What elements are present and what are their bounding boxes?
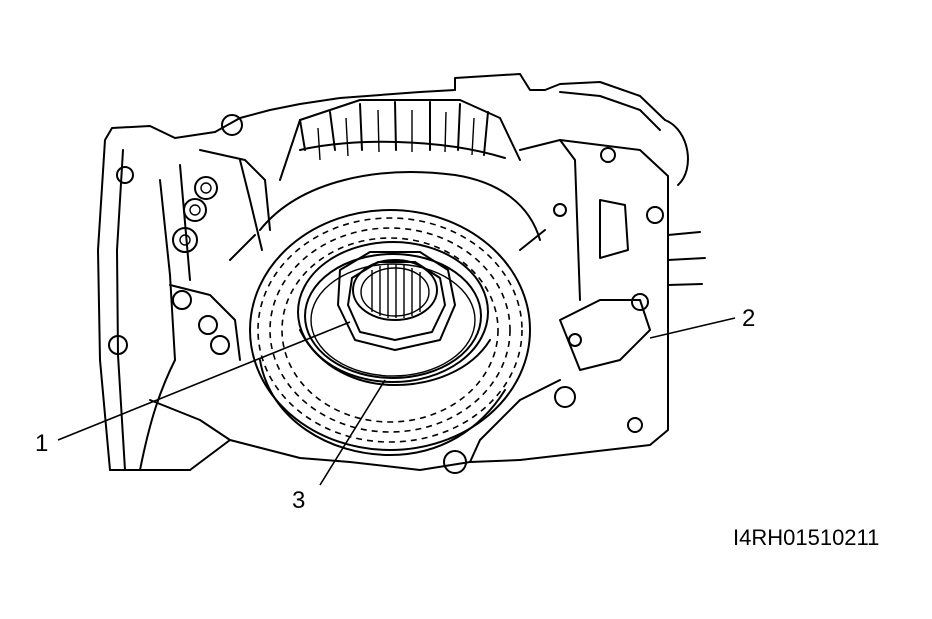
callout-label-1: 1 xyxy=(35,430,48,457)
snap-ring xyxy=(297,241,491,386)
clutch-drum xyxy=(229,99,546,261)
callout-label-3: 3 xyxy=(292,487,305,514)
leader-lines xyxy=(57,317,736,486)
leader-line-3 xyxy=(319,379,386,486)
hub-nut xyxy=(337,251,456,351)
left-bolt-cluster xyxy=(108,114,271,441)
figure-code: I4RH01510211 xyxy=(733,525,879,550)
leader-line-2 xyxy=(649,317,736,339)
leader-line-1 xyxy=(57,321,351,441)
callout-label-2: 2 xyxy=(742,305,755,332)
clutch-pack xyxy=(249,209,531,456)
